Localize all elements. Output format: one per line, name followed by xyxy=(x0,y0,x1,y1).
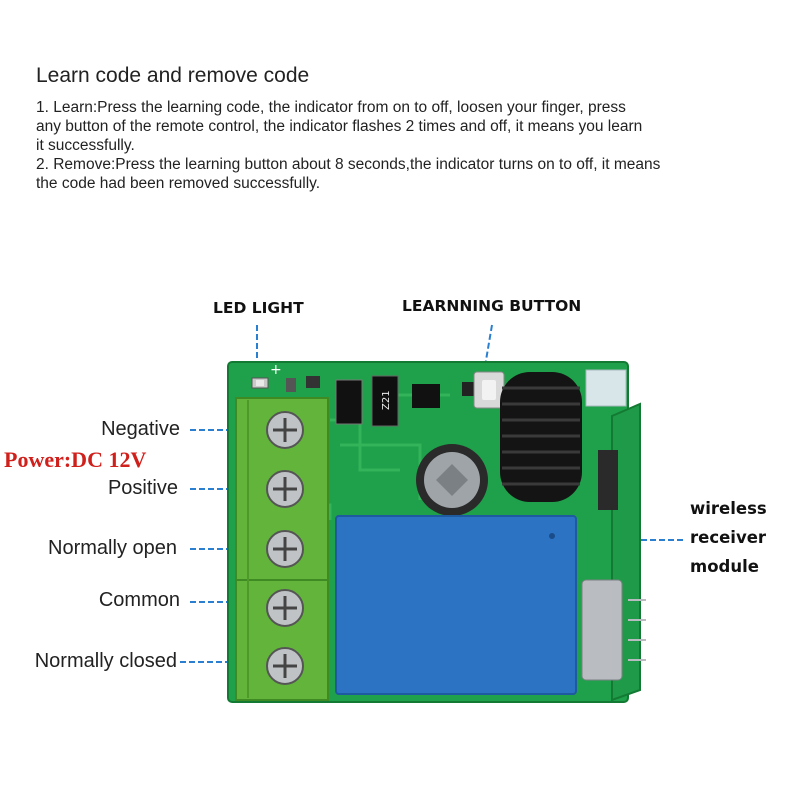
power-label: Power:DC 12V xyxy=(4,447,147,472)
remove-step-line-1: 2. Remove:Press the learning button abou… xyxy=(36,156,661,173)
learn-step-line-2: any button of the remote control, the in… xyxy=(36,118,643,135)
terminal-screws xyxy=(266,411,304,685)
module-label-line-1: wireless xyxy=(690,499,767,518)
instructions-block: Learn code and remove code 1. Learn:Pres… xyxy=(36,64,776,193)
module-label-line-2: receiver xyxy=(690,528,767,547)
common-label: Common xyxy=(98,589,180,611)
normally-open-label: Normally open xyxy=(48,537,177,559)
normally-closed-label: Normally closed xyxy=(34,650,177,672)
module-label-line-3: module xyxy=(690,557,759,576)
positive-label: Positive xyxy=(107,477,178,499)
remove-step-line-2: the code had been removed successfully. xyxy=(36,175,321,192)
antenna-coil-icon xyxy=(500,372,582,502)
negative-label: Negative xyxy=(101,418,180,440)
instructions-title: Learn code and remove code xyxy=(36,64,310,87)
wireless-receiver-module-label: wireless receiver module xyxy=(690,494,790,581)
learning-button-label: LEARNNING BUTTON xyxy=(402,297,582,315)
regulator-chip-icon xyxy=(371,375,399,427)
learn-step-line-1: 1. Learn:Press the learning code, the in… xyxy=(36,99,626,116)
relay-icon xyxy=(335,515,577,695)
silkscreen-plus: + xyxy=(270,362,282,378)
chip-mark: Z21 xyxy=(381,390,392,410)
led-light-label: LED LIGHT xyxy=(213,299,304,317)
capacitor-vent-icon xyxy=(436,464,468,496)
learning-button-cap-icon xyxy=(482,380,496,400)
smd-component-icon xyxy=(462,382,476,396)
diode-chip-icon xyxy=(335,379,363,425)
transistor-icon xyxy=(412,384,440,408)
learn-step-line-3: it successfully. xyxy=(36,137,135,154)
smd-resistor-icon xyxy=(286,378,296,392)
relay-mark-icon xyxy=(549,533,555,539)
led-lens-icon xyxy=(256,380,264,386)
wireless-receiver-module-icon xyxy=(581,369,646,702)
smd-diode-icon xyxy=(306,376,320,388)
